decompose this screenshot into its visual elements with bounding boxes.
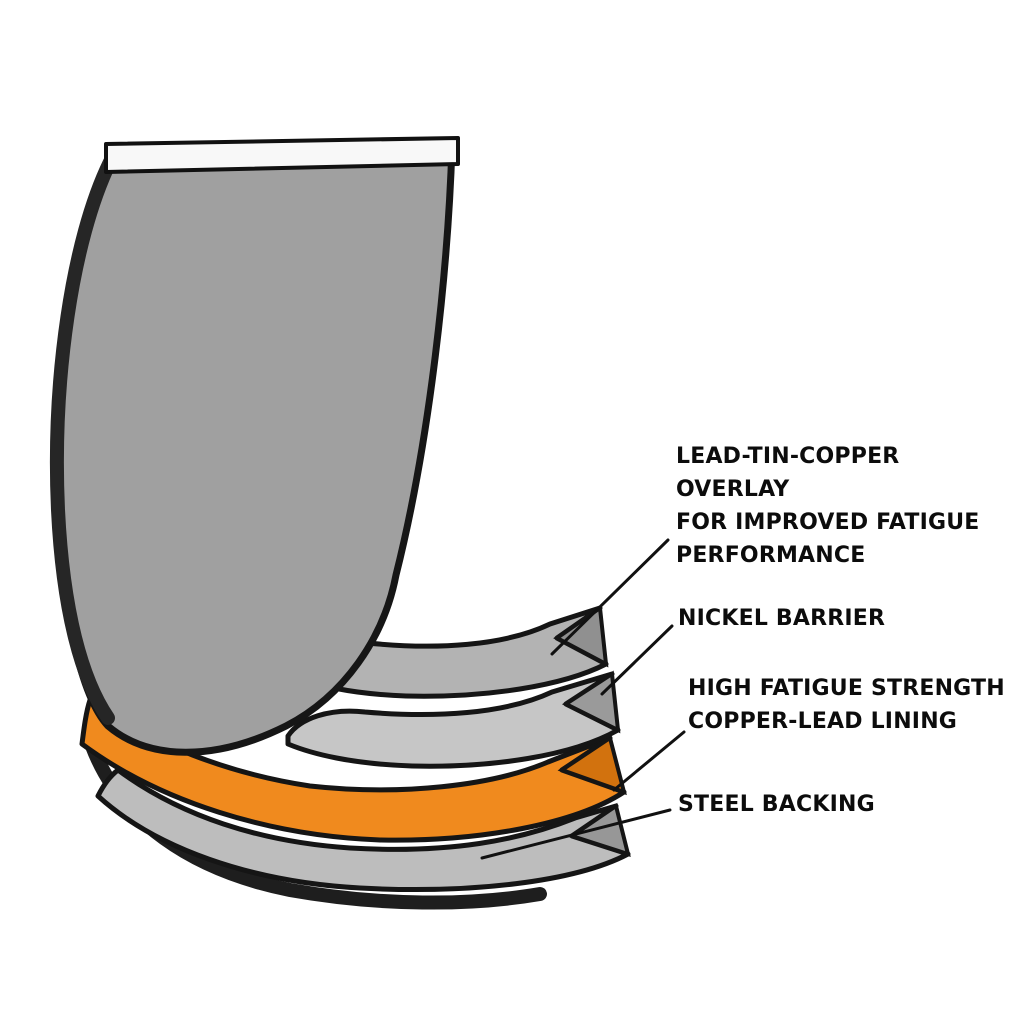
steel-backing-layer <box>95 767 631 893</box>
leader-line-copper-lead-lining <box>612 730 686 792</box>
overlay-torn-tip <box>553 604 609 668</box>
steel-backing-torn-tip <box>567 802 631 858</box>
shell-parting-face <box>104 136 460 174</box>
copper-lead-lining-layer <box>79 697 627 843</box>
leader-line-nickel-barrier <box>600 624 674 696</box>
steel-backing-label: STEEL BACKING <box>678 792 875 817</box>
nickel-barrier-torn-tip <box>561 670 621 734</box>
overlay-label: LEAD-TIN-COPPER OVERLAY FOR IMPROVED FAT… <box>676 444 980 568</box>
copper-lead-lining-torn-tip <box>557 734 627 796</box>
nickel-barrier-label: NICKEL BARRIER <box>678 606 886 631</box>
shell-outer-left-wall <box>49 155 117 725</box>
leader-line-overlay <box>550 538 670 656</box>
leader-line-steel-backing <box>480 808 672 860</box>
copper-lead-lining-label: HIGH FATIGUE STRENGTH COPPER-LEAD LINING <box>688 676 1005 734</box>
